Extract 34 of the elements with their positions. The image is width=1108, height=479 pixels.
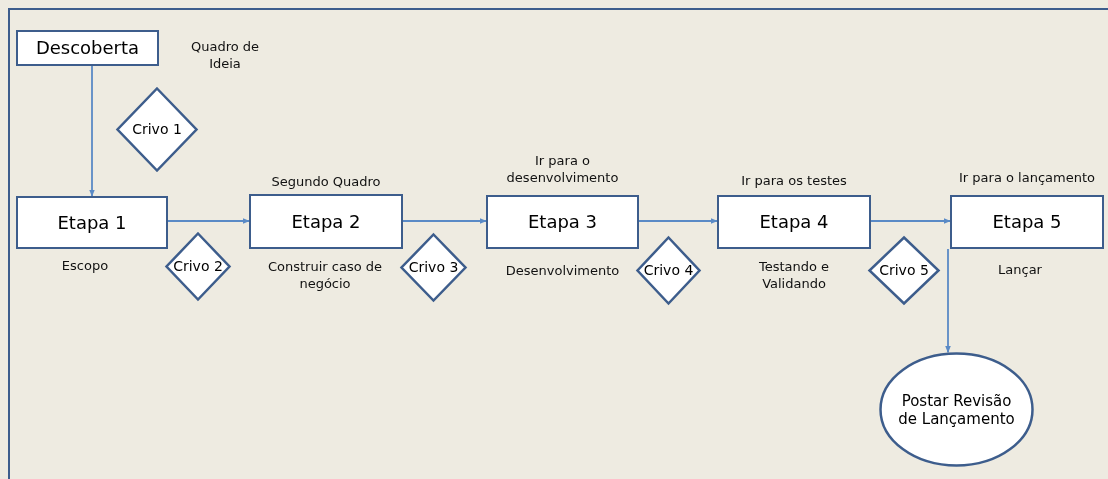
process-box	[717, 195, 871, 249]
stage-caption: Segundo Quadro	[270, 174, 382, 191]
stage-caption: Construir caso de negócio	[266, 259, 383, 293]
stage-caption: Escopo	[60, 258, 110, 275]
node-label: Etapa 4	[758, 211, 830, 233]
arrow	[638, 218, 718, 224]
arrow	[402, 218, 487, 224]
arrow	[167, 218, 250, 224]
node-label: Descoberta	[34, 37, 141, 59]
node-label: Crivo 1	[131, 121, 183, 138]
process-box	[249, 194, 403, 249]
arrow	[89, 65, 95, 197]
node-label: Postar Revisão de Lançamento	[897, 391, 1016, 428]
stage-caption: Quadro de Ideia	[189, 39, 261, 73]
process-box	[486, 195, 639, 249]
arrow	[945, 248, 951, 354]
stage-caption: Lançar	[997, 262, 1043, 279]
process-box	[16, 30, 159, 66]
node-label: Etapa 2	[290, 210, 362, 233]
node-label: Crivo 5	[878, 262, 930, 279]
node-label: Crivo 2	[172, 258, 224, 275]
node-label: Etapa 5	[991, 211, 1063, 233]
node-label: Crivo 3	[407, 259, 460, 276]
arrow	[870, 218, 951, 224]
stage-caption: Ir para o desenvolvimento	[505, 153, 620, 187]
process-box	[16, 196, 168, 249]
stage-caption: Ir para o lançamento	[958, 170, 1096, 187]
stage-caption: Desenvolvimento	[504, 263, 621, 280]
stage-caption: Testando e Validando	[757, 259, 831, 293]
node-label: Crivo 4	[642, 262, 695, 279]
process-box	[950, 195, 1104, 249]
stage-caption: Ir para os testes	[740, 173, 848, 190]
node-label: Etapa 1	[56, 211, 128, 234]
node-label: Etapa 3	[526, 211, 599, 233]
